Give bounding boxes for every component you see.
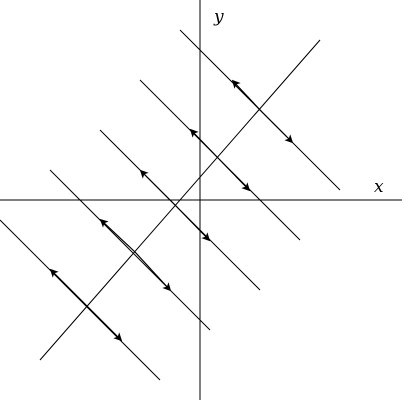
y-axis-label: y xyxy=(213,7,224,27)
flow-line-4 xyxy=(49,169,211,331)
flow-line-3 xyxy=(99,129,261,291)
flow-line-2 xyxy=(139,79,301,241)
x-axis-label: x xyxy=(374,177,384,197)
flow-line-1 xyxy=(179,29,341,191)
flow-line-5 xyxy=(0,219,161,381)
